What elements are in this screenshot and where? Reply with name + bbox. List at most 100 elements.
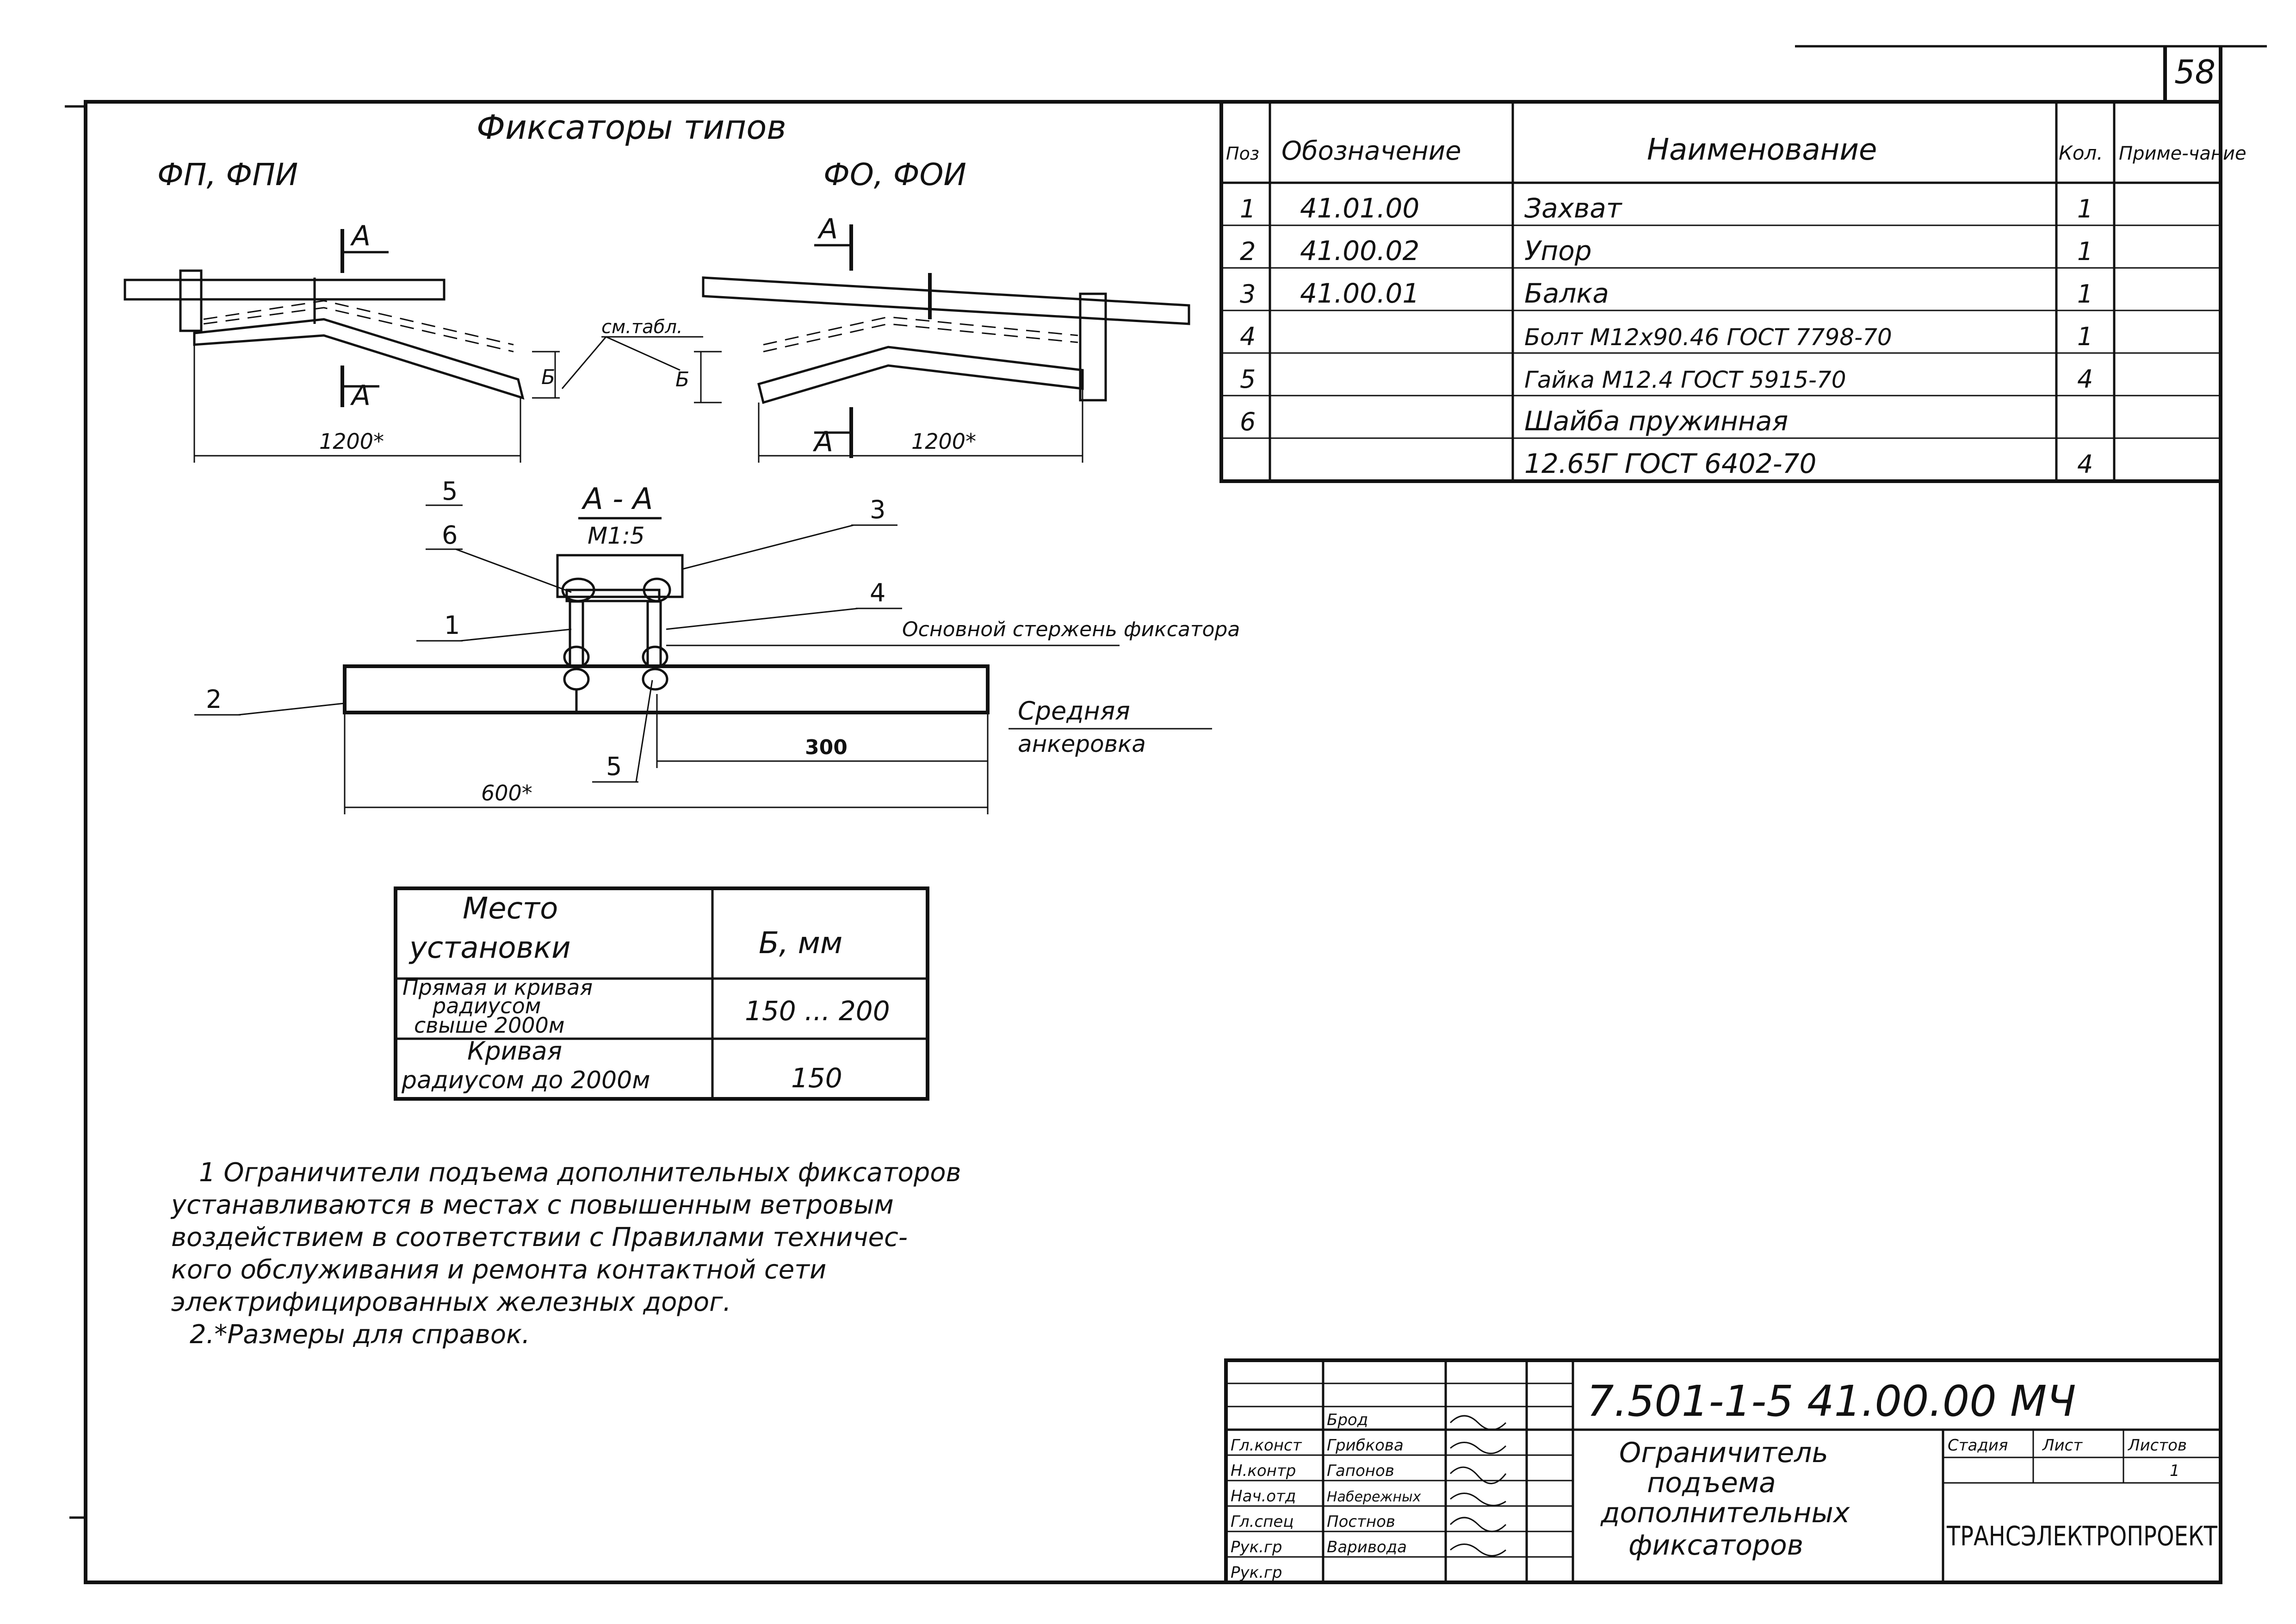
- svg-text:Грибкова: Грибкова: [1327, 1436, 1404, 1455]
- note-line: 1 Ограничители подъема дополнительных фи…: [199, 1158, 961, 1188]
- svg-text:3: 3: [1240, 279, 1256, 309]
- svg-text:1: 1: [2077, 322, 2093, 351]
- svg-text:Шайба пружинная: Шайба пружинная: [1524, 405, 1788, 437]
- signature-marks: [1449, 1415, 1507, 1556]
- spec-header-name: Наименование: [1647, 133, 1877, 167]
- sheet-number: 58: [2174, 53, 2216, 91]
- section-mark-top-left: А: [350, 220, 371, 252]
- svg-text:5: 5: [1240, 365, 1256, 394]
- title-block: 7.501-1-5 41.00.00 МЧ Гл.конст Н.контр Н…: [1224, 1358, 2222, 1584]
- callout-4: 4: [870, 578, 885, 607]
- svg-text:радиусом: радиусом: [432, 993, 541, 1018]
- note-line: кого обслуживания и ремонта контактной с…: [171, 1255, 827, 1285]
- svg-text:1: 1: [2077, 279, 2093, 309]
- svg-text:1: 1: [2077, 237, 2093, 266]
- callout-2: 2: [206, 685, 222, 714]
- section-title: А - А: [581, 482, 653, 516]
- svg-text:Брод: Брод: [1327, 1411, 1368, 1429]
- callout-1: 1: [444, 611, 460, 640]
- note-line: электрифицированных железных дорог.: [171, 1287, 731, 1317]
- notes: 1 Ограничители подъема дополнительных фи…: [171, 1157, 1235, 1351]
- install-header-place-2: установки: [408, 931, 571, 965]
- svg-text:4: 4: [2077, 365, 2093, 394]
- note-line: устанавливаются в местах с повышенным ве…: [171, 1190, 894, 1220]
- svg-text:Нач.отд: Нач.отд: [1231, 1487, 1296, 1506]
- svg-text:Рук.гр: Рук.гр: [1231, 1563, 1282, 1582]
- callouts: 5 6 3 4 1 2 5 Основной стержень фиксатор…: [194, 477, 1240, 783]
- spec-header-designation: Обозначение: [1281, 136, 1461, 166]
- mid-anchor-label-2: анкеровка: [1018, 731, 1146, 757]
- spec-header-qty: Кол.: [2059, 142, 2103, 164]
- type-right-label: ФО, ФОИ: [823, 157, 966, 192]
- svg-text:41.00.01: 41.00.01: [1300, 278, 1419, 309]
- callout-6: 6: [442, 521, 458, 550]
- svg-text:6: 6: [1240, 407, 1256, 436]
- svg-text:подъема: подъема: [1647, 1467, 1776, 1499]
- svg-text:4: 4: [1240, 322, 1256, 351]
- svg-text:2: 2: [1240, 237, 1256, 266]
- spec-table: Поз Обозначение Наименование Кол. Приме-…: [1219, 100, 2246, 483]
- callout-5-bottom: 5: [606, 752, 622, 781]
- spec-header-note: Приме-чание: [2119, 143, 2246, 164]
- ref-table-note: см.табл.: [601, 316, 683, 338]
- svg-text:Упор: Упор: [1524, 235, 1592, 267]
- section-mark-bottom-left: А: [350, 379, 371, 412]
- section-view: 300 600*: [343, 554, 990, 814]
- svg-text:12.65Г ГОСТ 6402-70: 12.65Г ГОСТ 6402-70: [1524, 448, 1816, 479]
- fixture-left: А А 1200* Б: [124, 220, 560, 463]
- svg-text:фиксаторов: фиксаторов: [1628, 1529, 1803, 1562]
- dim-1200-left: 1200*: [319, 429, 384, 454]
- svg-text:Н.контр: Н.контр: [1231, 1462, 1296, 1480]
- svg-text:Лист: Лист: [2042, 1436, 2083, 1455]
- install-header-b: Б, мм: [759, 926, 842, 961]
- svg-text:Гл.спец: Гл.спец: [1231, 1512, 1293, 1531]
- svg-text:41.01.00: 41.01.00: [1300, 192, 1419, 224]
- svg-text:Гл.конст: Гл.конст: [1231, 1436, 1302, 1455]
- svg-text:1: 1: [2077, 194, 2093, 223]
- svg-text:Гайка М12.4 ГОСТ 5915-70: Гайка М12.4 ГОСТ 5915-70: [1524, 366, 1846, 393]
- dim-300: 300: [805, 736, 848, 759]
- main-rod-label: Основной стержень фиксатора: [902, 618, 1240, 641]
- spec-row: 4 Болт М12х90.46 ГОСТ 7798-70 1: [1240, 322, 2093, 351]
- svg-text:1: 1: [1240, 194, 1256, 223]
- svg-text:Балка: Балка: [1524, 278, 1609, 309]
- svg-text:4: 4: [2077, 450, 2093, 479]
- spec-row: 3 41.00.01 Балка 1: [1240, 278, 2093, 309]
- dim-1200-right: 1200*: [911, 429, 976, 454]
- mid-anchor-label-1: Средняя: [1018, 696, 1130, 725]
- dim-b-left: Б: [541, 366, 555, 389]
- dim-b-right: Б: [675, 368, 689, 391]
- dim-600: 600*: [481, 781, 532, 806]
- section-mark-top-right: А: [817, 213, 838, 245]
- svg-text:Ограничитель: Ограничитель: [1619, 1437, 1828, 1469]
- note-line: воздействием в соответствии с Правилами …: [171, 1222, 908, 1252]
- section-scale: М1:5: [588, 522, 645, 549]
- install-table: Место установки Б, мм Прямая и кривая ра…: [394, 886, 929, 1101]
- spec-row: 6 Шайба пружинная: [1240, 405, 1788, 437]
- spec-row: 2 41.00.02 Упор 1: [1240, 235, 2093, 267]
- svg-text:Кривая: Кривая: [467, 1036, 562, 1066]
- section-mark-bottom-right: А: [812, 426, 833, 458]
- callout-3: 3: [870, 495, 885, 524]
- svg-text:Постнов: Постнов: [1327, 1512, 1395, 1531]
- type-left-label: ФП, ФПИ: [157, 157, 298, 192]
- spec-row: 12.65Г ГОСТ 6402-70 4: [1524, 448, 2093, 479]
- install-header-place-1: Место: [463, 892, 558, 926]
- svg-text:дополнительных: дополнительных: [1600, 1497, 1850, 1529]
- svg-text:Набережных: Набережных: [1327, 1489, 1421, 1505]
- svg-text:Гапонов: Гапонов: [1327, 1462, 1394, 1480]
- svg-text:радиусом до 2000м: радиусом до 2000м: [401, 1066, 650, 1094]
- svg-text:Листов: Листов: [2127, 1436, 2187, 1455]
- svg-text:Рук.гр: Рук.гр: [1231, 1538, 1282, 1556]
- callout-5-top: 5: [442, 477, 458, 506]
- note-line: 2.*Размеры для справок.: [190, 1320, 530, 1350]
- drawing-code: 7.501-1-5 41.00.00 МЧ: [1587, 1376, 2076, 1426]
- spec-row: 5 Гайка М12.4 ГОСТ 5915-70 4: [1240, 365, 2093, 394]
- svg-text:Захват: Захват: [1524, 192, 1623, 224]
- install-value-1: 150 ... 200: [745, 995, 890, 1027]
- drawing-title: Фиксаторы типов: [477, 108, 786, 147]
- svg-text:Варивода: Варивода: [1327, 1538, 1407, 1556]
- svg-text:свыше 2000м: свыше 2000м: [414, 1013, 565, 1038]
- svg-text:Стадия: Стадия: [1948, 1436, 2008, 1455]
